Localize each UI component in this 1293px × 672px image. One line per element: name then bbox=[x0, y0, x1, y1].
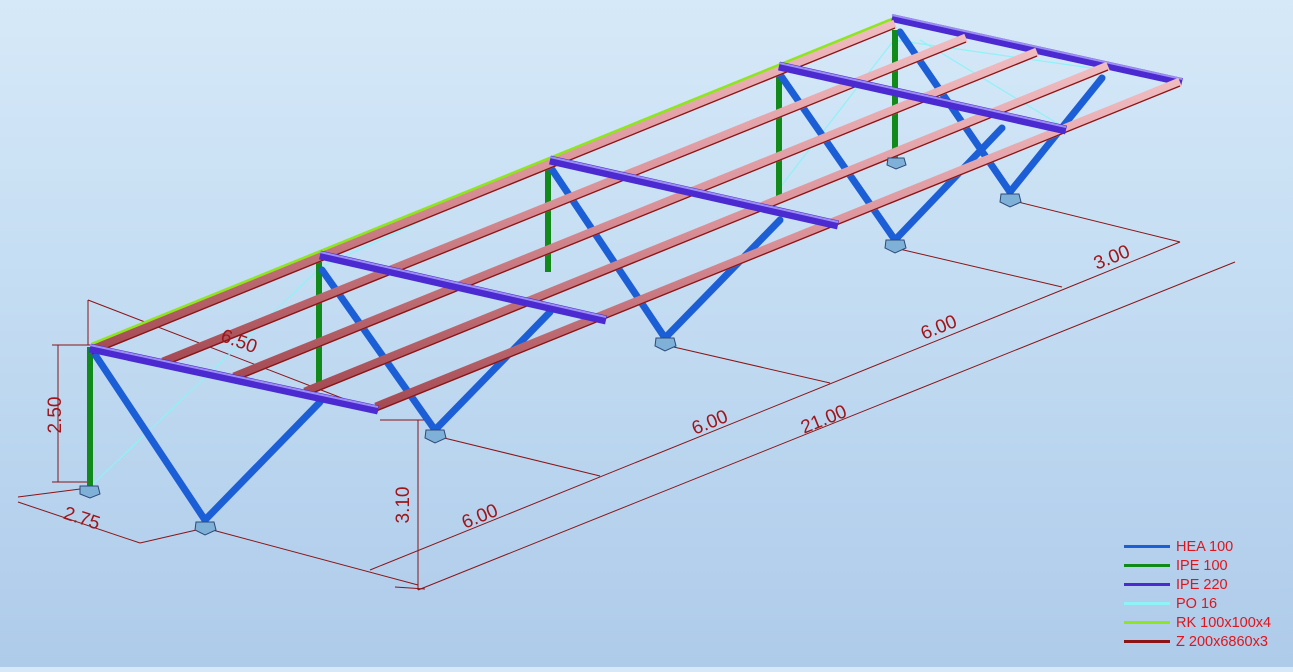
legend-item: RK 100x100x4 bbox=[1124, 613, 1289, 632]
supports bbox=[79, 157, 1022, 536]
legend-swatch bbox=[1124, 545, 1170, 548]
edge-member-rk bbox=[91, 16, 896, 346]
legend-item: IPE 220 bbox=[1124, 575, 1289, 594]
columns-ipe100 bbox=[87, 30, 898, 486]
support-icon bbox=[79, 485, 101, 499]
dim-height-250: 2.50 bbox=[45, 397, 66, 434]
legend-swatch bbox=[1124, 640, 1170, 643]
support-icon bbox=[884, 239, 907, 254]
support-icon bbox=[194, 521, 217, 536]
dim-height-310: 3.10 bbox=[393, 487, 414, 524]
legend-label: HEA 100 bbox=[1176, 538, 1234, 555]
purlins-z bbox=[90, 19, 1182, 412]
dim-bay-600-b: 6.00 bbox=[689, 406, 731, 439]
legend-swatch bbox=[1124, 583, 1170, 586]
legend-label: IPE 100 bbox=[1176, 557, 1228, 574]
legend-label: PO 16 bbox=[1176, 595, 1218, 612]
dimension-lines bbox=[17, 199, 1236, 591]
legend-label: Z 200x6860x3 bbox=[1176, 633, 1268, 650]
legend-label: RK 100x100x4 bbox=[1176, 614, 1272, 631]
dim-width-275: 2.75 bbox=[61, 503, 103, 534]
legend-item: IPE 100 bbox=[1124, 556, 1289, 575]
support-icon bbox=[654, 337, 677, 352]
legend-label: IPE 220 bbox=[1176, 576, 1228, 593]
beam-ipe220-back bbox=[891, 14, 1183, 86]
support-icon bbox=[886, 157, 907, 170]
beams-ipe220 bbox=[89, 61, 1067, 415]
legend-item: Z 200x6860x3 bbox=[1124, 632, 1289, 651]
legend-swatch bbox=[1124, 564, 1170, 567]
legend-item: PO 16 bbox=[1124, 594, 1289, 613]
legend-swatch bbox=[1124, 602, 1170, 605]
support-icon bbox=[999, 193, 1022, 208]
support-icon bbox=[424, 429, 447, 444]
dim-bay-600-a: 6.00 bbox=[459, 500, 501, 533]
legend-item: HEA 100 bbox=[1124, 537, 1289, 556]
dim-total-2100: 21.00 bbox=[798, 401, 850, 438]
legend-swatch bbox=[1124, 621, 1170, 624]
